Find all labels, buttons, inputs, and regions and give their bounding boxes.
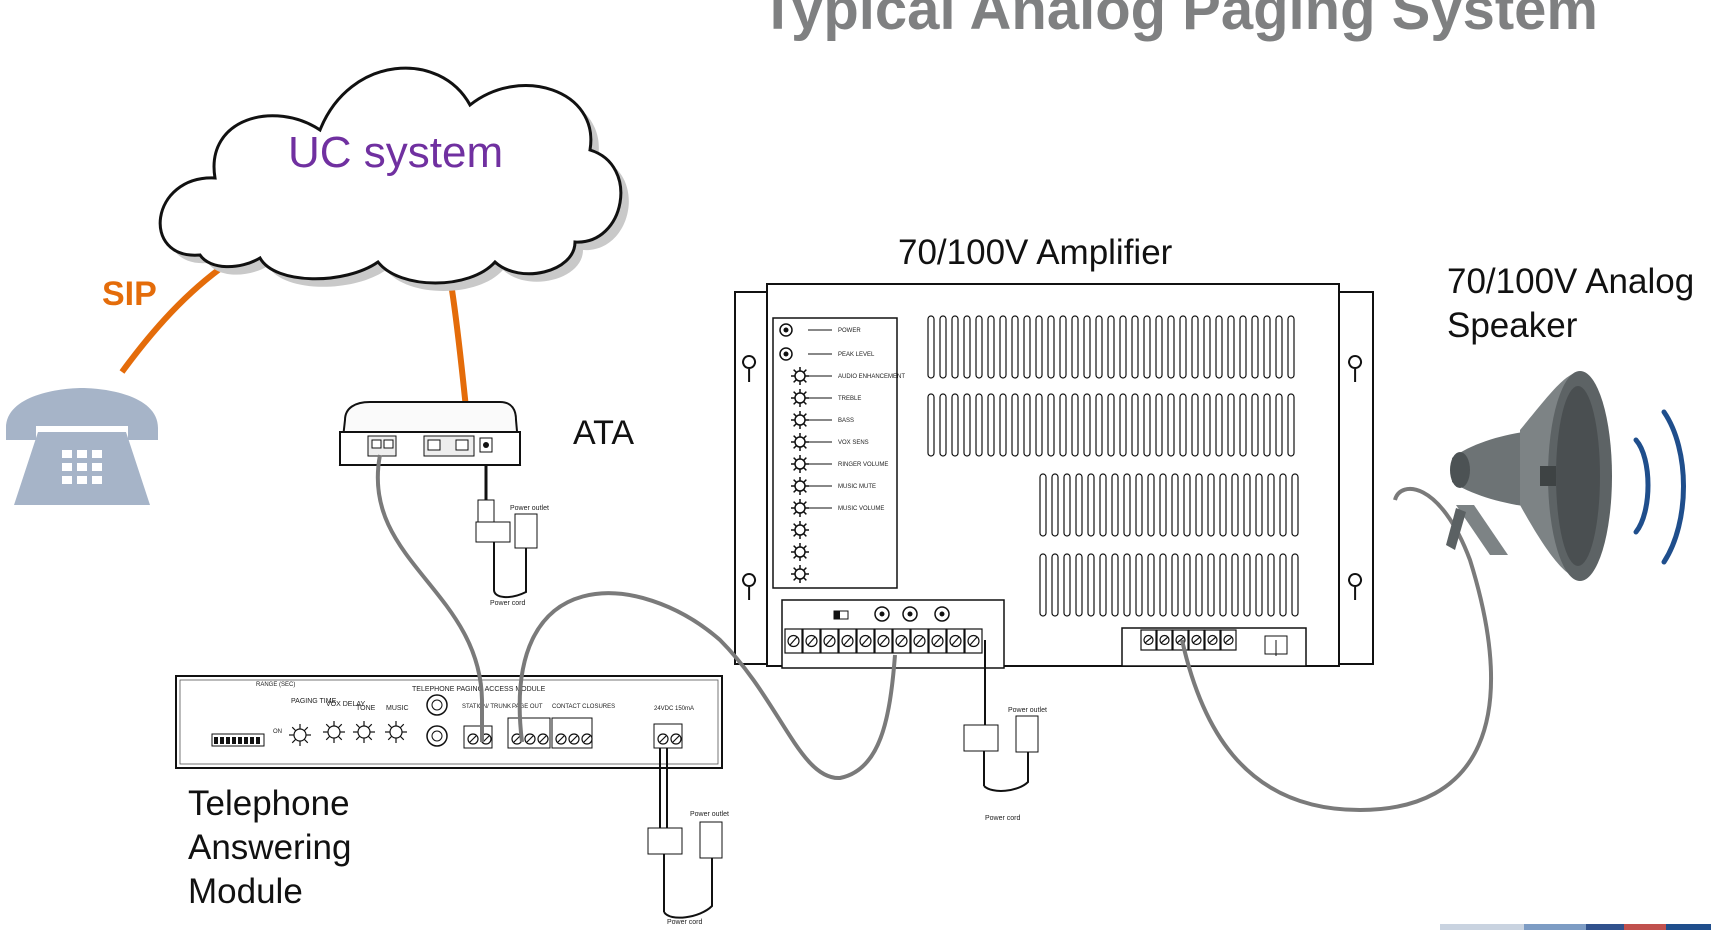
sip-label: SIP [102, 275, 157, 313]
amp-power-outlet-label: Power outlet [1008, 707, 1047, 714]
ata-power-outlet-label: Power outlet [510, 505, 549, 512]
amp-screw-terminal [802, 628, 821, 654]
ata-label: ATA [573, 414, 635, 452]
cloud-shape [158, 66, 629, 291]
sip-line-ata [449, 289, 469, 409]
amp-control-label: MUSIC VOLUME [838, 506, 884, 512]
speaker-horn [1446, 371, 1612, 581]
tam-device [175, 675, 723, 769]
amp-control-label: TREBLE [838, 396, 861, 402]
diagram-title: Typical Analog Paging System [760, 0, 1598, 42]
dip-switch [250, 737, 254, 744]
amp-control-label: RINGER VOLUME [838, 462, 888, 468]
amp-power-adapter [963, 640, 1039, 792]
tam-label-line2: Answering [188, 828, 352, 867]
amp-knob-icon [791, 455, 809, 473]
amp-control-label: PEAK LEVEL [838, 352, 875, 358]
tam-on-label: ON [273, 729, 282, 735]
dip-switch [220, 737, 224, 744]
amp-screw-terminal [910, 628, 929, 654]
sound-waves-icon [1633, 409, 1686, 565]
tam-screw-terminal [467, 733, 479, 745]
amp-power-cord-label: Power cord [985, 815, 1021, 822]
amp-knob-icon [791, 565, 809, 583]
amp-output-terminal [1204, 629, 1221, 651]
amp-knob-icon [791, 477, 809, 495]
amp-knob-icon [791, 367, 809, 385]
tam-power-outlet-label: Power outlet [690, 811, 729, 818]
ata-power-cord-label: Power cord [490, 600, 526, 607]
tam-music-label: MUSIC [386, 705, 409, 712]
amp-control-label: VOX SENS [838, 440, 869, 446]
tam-power-spec-label: 24VDC 150mA [654, 706, 694, 712]
tam-contact-closures-label: CONTACT CLOSURES [552, 704, 615, 710]
tam-screw-terminal [657, 733, 669, 745]
tam-tone-label: TONE [356, 705, 376, 712]
amp-control-label: AUDIO ENHANCEMENT [838, 374, 905, 380]
amp-output-terminal [1220, 629, 1237, 651]
connection-cables [375, 454, 1493, 813]
amp-screw-terminal [964, 628, 983, 654]
amplifier-label: 70/100V Amplifier [898, 233, 1173, 272]
tam-knob-icon [289, 724, 311, 746]
tam-label: Telephone Answering Module [188, 782, 351, 914]
tam-screw-terminal [568, 733, 580, 745]
tam-knob-icon [385, 721, 407, 743]
tam-knob-icon [353, 721, 375, 743]
amp-screw-terminal [856, 628, 875, 654]
dip-switch [226, 737, 230, 744]
amplifier-vents [927, 315, 1299, 617]
ata-power-adapter [475, 465, 538, 598]
telephone-icon [6, 388, 158, 505]
amp-control-label: BASS [838, 418, 854, 424]
tam-panel-title: TELEPHONE PAGING ACCESS MODULE [412, 686, 546, 693]
tam-screw-terminal [537, 733, 549, 745]
amp-knob-icon [791, 543, 809, 561]
dip-switch [256, 737, 260, 744]
amp-screw-terminal [838, 628, 857, 654]
tam-screw-terminal [670, 733, 682, 745]
tam-station-trunk-label: STATION/ TRUNK [462, 704, 511, 710]
tam-range-label: RANGE (SEC) [256, 682, 295, 688]
dip-switch [238, 737, 242, 744]
tam-paging-time-label: PAGING TIME [291, 698, 337, 705]
amp-knob-icon [791, 433, 809, 451]
tam-power-adapter [647, 748, 723, 919]
dip-switch [214, 737, 218, 744]
amp-knob-icon [791, 521, 809, 539]
tam-label-line1: Telephone [188, 784, 350, 823]
tam-screw-terminal [524, 733, 536, 745]
amp-knob-icon [791, 499, 809, 517]
tam-screw-terminal [555, 733, 567, 745]
tam-vox-delay-label: VOX DELAY [326, 701, 365, 708]
amp-control-label: POWER [838, 328, 861, 334]
dip-switch [244, 737, 248, 744]
amp-output-terminal [1188, 629, 1205, 651]
cloud-label: UC system [288, 128, 504, 177]
amp-screw-terminal [928, 628, 947, 654]
dip-switch [232, 737, 236, 744]
tam-knob-icon [323, 721, 345, 743]
amp-knob-icon [791, 389, 809, 407]
amp-knob-icon [791, 411, 809, 429]
speaker-label: 70/100V Analog Speaker [1447, 260, 1694, 348]
amp-control-label: MUSIC MUTE [838, 484, 876, 490]
bottom-color-strip [1440, 924, 1711, 930]
amp-screw-terminal [784, 628, 803, 654]
amp-output-terminal [1156, 629, 1173, 651]
ata-device [338, 401, 522, 466]
tam-page-out-label: PAGE OUT [512, 704, 543, 710]
amp-output-terminal [1172, 629, 1189, 651]
amp-screw-terminal [892, 628, 911, 654]
tam-screw-terminal [581, 733, 593, 745]
tam-label-line3: Module [188, 872, 303, 911]
tam-power-cord-label: Power cord [667, 919, 703, 926]
amp-screw-terminal [946, 628, 965, 654]
speaker-label-line2: Speaker [1447, 306, 1578, 345]
amp-screw-terminal [874, 628, 893, 654]
speaker-label-line1: 70/100V Analog [1447, 262, 1695, 301]
amp-screw-terminal [820, 628, 839, 654]
amp-output-terminal [1140, 629, 1157, 651]
